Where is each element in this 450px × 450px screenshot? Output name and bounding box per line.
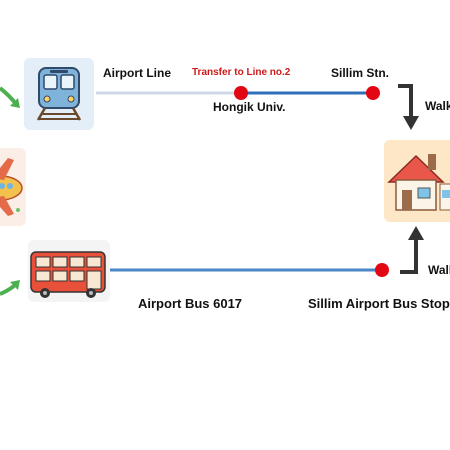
green-arrow-head-icon bbox=[10, 98, 20, 108]
green-arrow-head-icon bbox=[10, 280, 20, 290]
sillim-station-label: Sillim Stn. bbox=[331, 66, 390, 80]
walk-arrow-up-icon bbox=[400, 226, 424, 274]
bus-icon bbox=[28, 240, 110, 302]
sillim-stn-stop-dot bbox=[366, 86, 380, 100]
airport-line-label: Airport Line bbox=[103, 66, 171, 80]
hongik-station-label: Hongik Univ. bbox=[213, 100, 286, 114]
house-icon bbox=[384, 140, 450, 222]
green-arrow-icon bbox=[0, 86, 18, 106]
walk-label-top: Walk bbox=[425, 99, 450, 113]
walk-label-bottom: Walk bbox=[428, 263, 450, 277]
bus-stop-dot bbox=[375, 263, 389, 277]
hongik-stop-dot bbox=[234, 86, 248, 100]
airplane-icon bbox=[0, 148, 26, 226]
bus-stop-label: Sillim Airport Bus Stop bbox=[308, 296, 450, 311]
transfer-label: Transfer to Line no.2 bbox=[192, 67, 291, 78]
train-icon bbox=[24, 58, 94, 130]
walk-arrow-down-icon bbox=[398, 84, 419, 130]
airport-bus-label: Airport Bus 6017 bbox=[138, 296, 243, 311]
